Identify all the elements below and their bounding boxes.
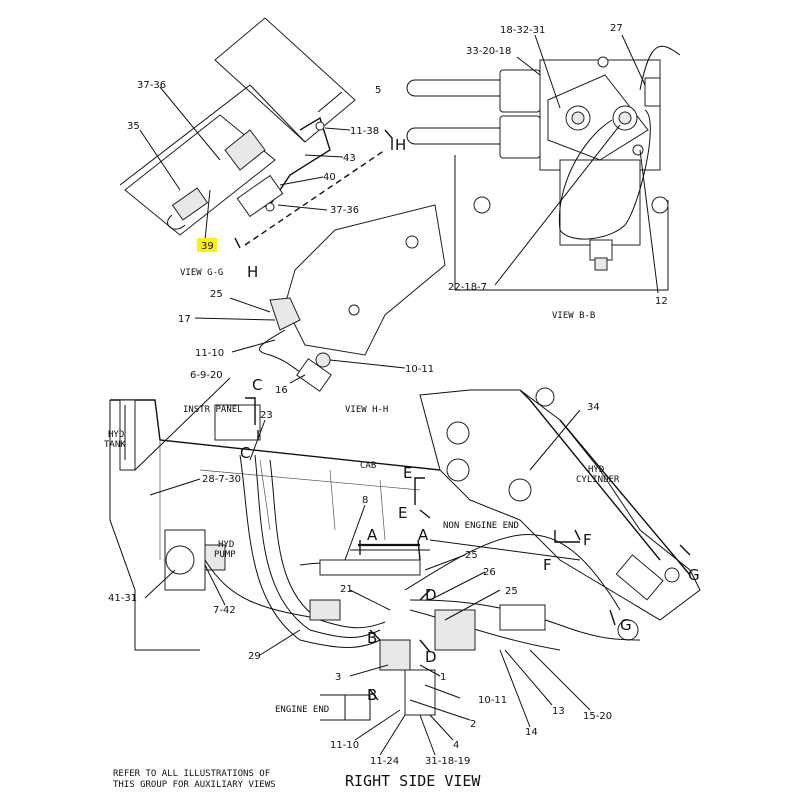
callout-25-b: 25 bbox=[465, 550, 478, 561]
callout-35: 35 bbox=[127, 121, 140, 132]
section-letter-e-bottom: E bbox=[398, 504, 407, 522]
callout-21: 21 bbox=[340, 584, 353, 595]
callout-33-20-18: 33-20-18 bbox=[466, 46, 511, 57]
callout-6-9-20: 6-9-20 bbox=[190, 370, 223, 381]
refer-note-line-2: THIS GROUP FOR AUXILIARY VIEWS bbox=[113, 780, 276, 790]
callout-8: 8 bbox=[362, 495, 368, 506]
hyd-tank-label-1: HYD bbox=[108, 430, 124, 440]
right-side-view-title: RIGHT SIDE VIEW bbox=[345, 772, 481, 790]
callout-22-18-7: 22-18-7 bbox=[448, 282, 487, 293]
section-letter-h-top: H bbox=[395, 136, 406, 154]
view-hh-drawing bbox=[194, 204, 446, 392]
section-letter-a-right: A bbox=[418, 526, 429, 544]
hyd-cylinder-label-2: CYLINDER bbox=[576, 475, 620, 485]
callout-29: 29 bbox=[248, 651, 261, 662]
callout-43: 43 bbox=[343, 153, 356, 164]
view-hh-title: VIEW H-H bbox=[345, 405, 388, 415]
hyd-tank-label-2: TANK bbox=[104, 440, 126, 450]
callout-12: 12 bbox=[655, 296, 668, 307]
callout-25-a: 25 bbox=[210, 289, 223, 300]
view-gg-title: VIEW G-G bbox=[180, 268, 223, 278]
hyd-cylinder-label-1: HYD bbox=[588, 465, 604, 475]
refer-note-line-1: REFER TO ALL ILLUSTRATIONS OF bbox=[113, 769, 270, 779]
callout-11-24: 11-24 bbox=[370, 756, 399, 767]
callout-37-36-b: 37-36 bbox=[330, 205, 359, 216]
callout-23: 23 bbox=[260, 410, 273, 421]
section-letter-f-right: F bbox=[583, 531, 592, 549]
hyd-pump-label-1: HYD bbox=[218, 540, 234, 550]
callout-15-20: 15-20 bbox=[583, 711, 612, 722]
section-letter-b-bottom: B bbox=[367, 686, 377, 704]
section-letter-f-left: F bbox=[543, 556, 552, 574]
callout-17: 17 bbox=[178, 314, 191, 325]
callout-41-31: 41-31 bbox=[108, 593, 137, 604]
callout-10-11-a: 10-11 bbox=[405, 364, 434, 375]
section-letter-c-bottom: C bbox=[240, 444, 250, 462]
view-bb-title: VIEW B-B bbox=[552, 311, 595, 321]
callout-2: 2 bbox=[470, 719, 476, 730]
section-letter-b-top: B bbox=[367, 629, 377, 647]
callout-25-c: 25 bbox=[505, 586, 518, 597]
view-gg-drawing bbox=[119, 17, 393, 249]
callout-39: 39 bbox=[201, 241, 214, 252]
engine-end-label: ENGINE END bbox=[275, 705, 329, 715]
section-letter-g-top: G bbox=[688, 566, 700, 584]
callout-5: 5 bbox=[375, 85, 381, 96]
callout-16: 16 bbox=[275, 385, 288, 396]
callout-14: 14 bbox=[525, 727, 538, 738]
callout-7-42: 7-42 bbox=[213, 605, 236, 616]
callout-1: 1 bbox=[440, 672, 446, 683]
section-letter-h-bottom: H bbox=[247, 263, 258, 281]
highlight-part-39 bbox=[197, 238, 217, 252]
right-side-view-drawing bbox=[109, 377, 701, 756]
section-letter-e-top: E bbox=[403, 464, 412, 482]
section-letter-d-bottom: D bbox=[425, 648, 437, 666]
section-letter-a-left: A bbox=[367, 526, 378, 544]
instr-panel-label: INSTR PANEL bbox=[183, 405, 243, 415]
callout-34: 34 bbox=[587, 402, 600, 413]
callout-11-10-b: 11-10 bbox=[330, 740, 359, 751]
view-bb-drawing bbox=[406, 34, 681, 294]
callout-27: 27 bbox=[610, 23, 623, 34]
section-letter-c-top: C bbox=[252, 376, 262, 394]
callout-31-18-19: 31-18-19 bbox=[425, 756, 470, 767]
callout-3: 3 bbox=[335, 672, 341, 683]
cab-label: CAB bbox=[360, 461, 376, 471]
section-letter-g-bottom: G bbox=[620, 616, 632, 634]
non-engine-end-label: NON ENGINE END bbox=[443, 521, 519, 531]
callout-37-36-a: 37-36 bbox=[137, 80, 166, 91]
callout-10-11-b: 10-11 bbox=[478, 695, 507, 706]
callout-11-10-a: 11-10 bbox=[195, 348, 224, 359]
hyd-pump-label-2: PUMP bbox=[214, 550, 236, 560]
callout-18-32-31: 18-32-31 bbox=[500, 25, 545, 36]
callout-11-38: 11-38 bbox=[350, 126, 379, 137]
callout-40: 40 bbox=[323, 172, 336, 183]
section-letter-d-top: D bbox=[425, 586, 437, 604]
callout-13: 13 bbox=[552, 706, 565, 717]
callout-28-7-30: 28-7-30 bbox=[202, 474, 241, 485]
callout-4: 4 bbox=[453, 740, 459, 751]
callout-26: 26 bbox=[483, 567, 496, 578]
